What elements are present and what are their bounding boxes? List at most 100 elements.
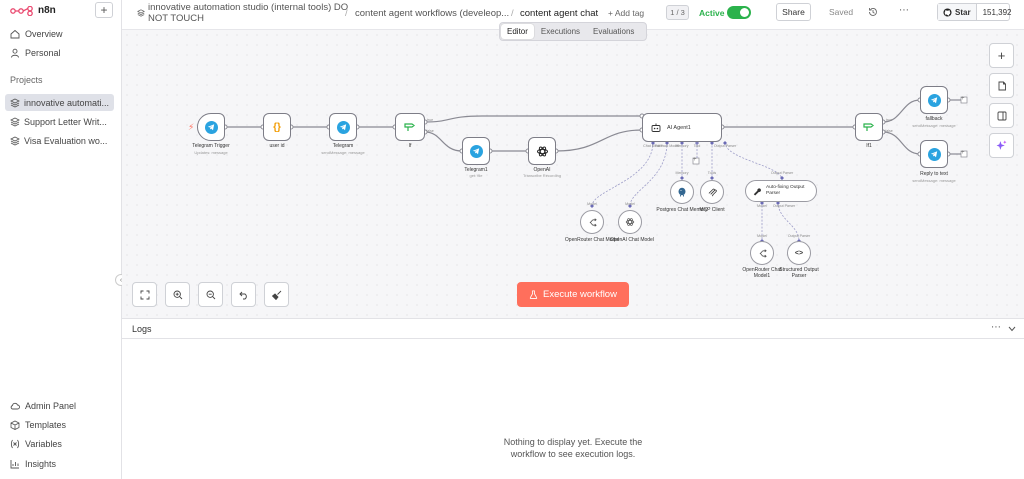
link-autofix-parser xyxy=(777,201,800,242)
star-label: Star xyxy=(955,7,971,17)
node-if1[interactable] xyxy=(855,113,883,141)
node-subtitle: Transcribe Recording xyxy=(522,173,562,178)
version-indicator[interactable]: 1 / 3 xyxy=(666,5,689,20)
node-openrouter-chat-model[interactable] xyxy=(580,210,604,234)
breadcrumb-separator: / xyxy=(345,8,348,19)
sidebar-item-insights[interactable]: Insights xyxy=(10,456,56,472)
port-label-true: true xyxy=(426,118,434,122)
github-star-button[interactable]: Star 151,392 xyxy=(937,3,1011,21)
node-structured-output-parser[interactable]: <> xyxy=(787,241,811,265)
zoom-in-button[interactable] xyxy=(165,282,190,307)
telegram-icon xyxy=(927,93,941,107)
tab-executions[interactable]: Executions xyxy=(540,27,581,36)
note-icon xyxy=(998,81,1006,90)
node-postgres-chat-memory[interactable] xyxy=(670,180,694,204)
node-mcp-client[interactable] xyxy=(700,180,724,204)
wrench-icon xyxy=(753,187,761,196)
broom-icon xyxy=(271,290,281,300)
sidebar-item-templates[interactable]: Templates xyxy=(10,417,66,433)
n8n-logo-icon xyxy=(10,5,33,16)
node-subtitle: sendMessage: message xyxy=(321,150,365,155)
node-telegram-trigger[interactable] xyxy=(197,113,225,141)
breadcrumb-folder[interactable]: content agent workflows (develeop... xyxy=(355,8,510,19)
chevron-down-icon[interactable] xyxy=(1008,326,1016,332)
add-tool-plus-icon[interactable]: + xyxy=(693,157,697,163)
openrouter-icon xyxy=(759,248,767,258)
openai-icon xyxy=(625,218,635,226)
sidebar: n8n + Overview Personal Projects innovat… xyxy=(0,0,122,479)
breadcrumb-separator: / xyxy=(511,8,514,19)
tidy-up-button[interactable] xyxy=(264,282,289,307)
mcp-icon xyxy=(708,188,717,196)
add-node-plus-icon[interactable]: + xyxy=(961,150,965,156)
node-title: Telegram1 xyxy=(464,167,488,173)
sidebar-item-admin-panel[interactable]: Admin Panel xyxy=(10,398,76,414)
breadcrumb-project[interactable]: innovative automation studio (internal t… xyxy=(148,2,348,25)
node-ai-agent[interactable]: AI Agent1 xyxy=(642,113,722,142)
port-label-output-parser: Output Parser xyxy=(787,234,811,238)
logs-more-icon[interactable]: ⋯ xyxy=(991,322,1001,333)
sidebar-item-variables[interactable]: Variables xyxy=(10,436,62,452)
zoom-out-button[interactable] xyxy=(198,282,223,307)
sidebar-item-overview[interactable]: Overview xyxy=(10,26,63,42)
tab-editor[interactable]: Editor xyxy=(501,24,534,39)
history-icon[interactable] xyxy=(868,7,878,17)
add-tag-button[interactable]: + Add tag xyxy=(608,8,645,18)
workflow-canvas[interactable]: Editor Executions Evaluations xyxy=(122,22,1024,318)
node-user-id[interactable]: {} xyxy=(263,113,291,141)
sidebar-item-personal[interactable]: Personal xyxy=(10,45,61,61)
port-label-output-parser: Output Parser xyxy=(713,144,737,148)
node-title: If1 xyxy=(866,143,872,149)
logs-empty-line1: Nothing to display yet. Execute the xyxy=(503,437,643,447)
postgres-icon xyxy=(678,187,686,197)
sidebar-item-label: Overview xyxy=(25,29,63,39)
ai-assistant-button[interactable] xyxy=(989,133,1014,158)
node-fallback[interactable] xyxy=(920,86,948,114)
node-auto-fixing-output-parser[interactable]: Auto-fixing Output Parser xyxy=(745,180,817,202)
node-openai-chat-model[interactable] xyxy=(618,210,642,234)
fit-view-button[interactable] xyxy=(132,282,157,307)
port-label-tools: Tools xyxy=(707,171,717,175)
projects-heading: Projects xyxy=(10,75,43,85)
execute-workflow-button[interactable]: Execute workflow xyxy=(517,282,629,307)
connection-if1-reply xyxy=(882,131,921,155)
layers-icon xyxy=(10,136,20,145)
node-telegram[interactable] xyxy=(329,113,357,141)
node-if[interactable] xyxy=(395,113,425,141)
active-toggle[interactable] xyxy=(727,6,751,19)
sidebar-item-label: Variables xyxy=(25,439,62,449)
node-reply-to-text[interactable] xyxy=(920,140,948,168)
node-title: OpenRouter Chat Model xyxy=(564,237,620,243)
star-count: 151,392 xyxy=(982,7,1012,17)
zoom-out-icon xyxy=(206,290,215,299)
node-telegram1[interactable] xyxy=(462,137,490,165)
sidebar-project-innovative[interactable]: innovative automati... xyxy=(5,94,114,111)
node-openrouter-chat-model1[interactable] xyxy=(750,241,774,265)
add-node-button[interactable]: + xyxy=(989,43,1014,68)
n8n-logo[interactable]: n8n xyxy=(10,5,56,16)
port-label-tool: Tool xyxy=(693,144,701,148)
plus-icon: + xyxy=(997,48,1006,63)
sidebar-project-visa[interactable]: Visa Evaluation wo... xyxy=(5,132,114,149)
sidebar-project-support[interactable]: Support Letter Writ... xyxy=(5,113,114,130)
undo-button[interactable] xyxy=(231,282,256,307)
logs-header[interactable]: Logs ⋯ xyxy=(122,319,1024,339)
port-label-memory: Memory xyxy=(675,144,689,148)
node-title: OpenAI Chat Model xyxy=(610,237,654,243)
more-options-icon[interactable]: ⋯ xyxy=(899,5,909,16)
create-button[interactable]: + xyxy=(95,2,113,18)
node-openai[interactable] xyxy=(528,137,556,165)
toggle-panel-button[interactable] xyxy=(989,103,1014,128)
logs-panel: Logs ⋯ Nothing to display yet. Execute t… xyxy=(122,318,1024,479)
workflow-name[interactable]: content agent chat xyxy=(520,8,599,19)
connection-openai-agent xyxy=(555,129,643,152)
robot-icon xyxy=(651,123,661,132)
add-node-plus-icon[interactable]: + xyxy=(961,96,965,102)
telegram-icon xyxy=(469,144,483,158)
share-button[interactable]: Share xyxy=(776,3,811,21)
connections-layer xyxy=(222,96,968,243)
sticky-note-button[interactable] xyxy=(989,73,1014,98)
tab-evaluations[interactable]: Evaluations xyxy=(593,27,635,36)
variables-icon xyxy=(10,439,20,449)
layers-icon xyxy=(10,98,20,107)
